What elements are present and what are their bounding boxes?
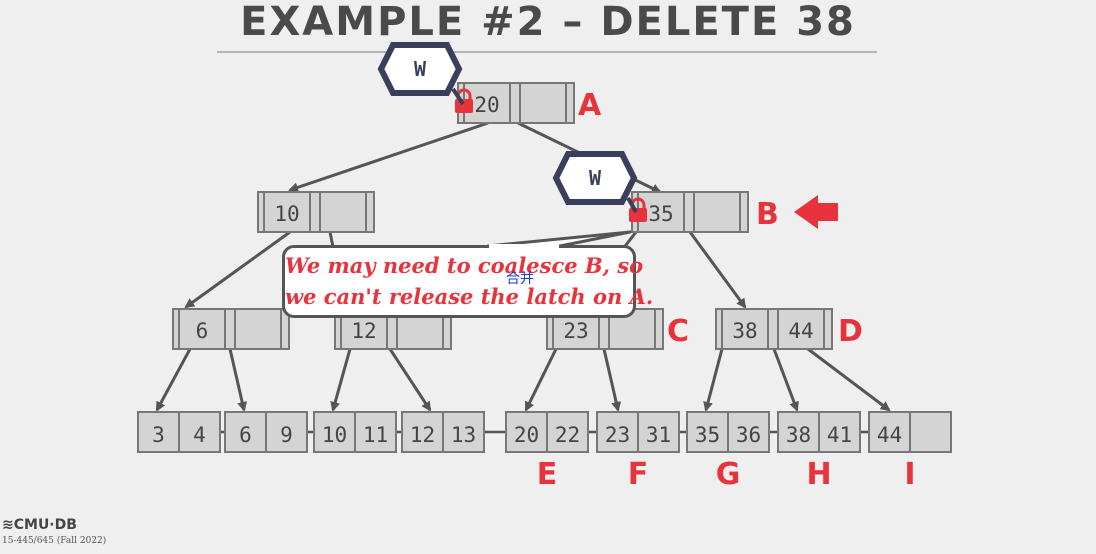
handwritten-annotation: 合并 [506,271,534,287]
write-latch: W [377,42,465,106]
node-key: 9 [280,423,293,447]
database-icon: ≋ [2,517,14,533]
node-key: 10 [274,202,299,226]
tree-edge [330,348,352,412]
node-key: 44 [877,423,902,447]
footer-course: 15-445/645 (Fall 2022) [2,536,107,546]
node-key: 23 [605,423,630,447]
tree-edge [524,348,558,412]
node-key: 23 [563,319,588,343]
node-key: 35 [648,202,673,226]
node-key: 6 [239,423,252,447]
node-key: 31 [646,423,671,447]
node-label: F [628,457,649,492]
inner-node: 10 [257,191,375,233]
inner-node: 38 44 D [715,308,863,350]
node-box [631,191,749,233]
node-label: A [578,88,602,123]
leaf-node: 10 11 [313,411,397,453]
node-label: B [756,197,779,232]
latch-hexagon [552,151,638,205]
node-box [715,308,833,350]
callout-box: We may need to coalesce B, so we can't r… [282,245,654,318]
callout-line-1: We may need to coalesce B, so [285,253,644,278]
node-key: 4 [193,423,206,447]
node-key: 20 [474,93,499,117]
leaf-node: 20 22E [505,411,589,492]
node-key: 6 [196,319,209,343]
leaf-node: 44I [868,411,952,492]
tree-edge [602,348,622,412]
node-key: 38 [732,319,757,343]
node-box [457,82,575,124]
node-label: G [716,457,741,492]
inner-node: 6 [172,308,290,350]
node-key: 35 [695,423,720,447]
latch-mode: W [589,166,602,190]
node-box [257,191,375,233]
node-box [172,308,290,350]
node-key: 11 [363,423,388,447]
node-key: 36 [736,423,761,447]
node-key: 41 [827,423,852,447]
pointer-arrow-icon [794,195,838,229]
tree-edge [703,348,724,412]
latch-connector [626,197,638,213]
inner-node: 20 A [455,82,602,124]
tree-edge [772,348,799,412]
tree-edge [288,121,489,193]
footer-logo: ≋CMU·DB [2,517,77,533]
tree-edge [155,348,192,412]
node-label: D [838,314,863,349]
node-key: 10 [322,423,347,447]
leaf-node: 35 36G [686,411,770,492]
write-latch: W [552,151,638,213]
node-key: 38 [786,423,811,447]
latch-hexagon [377,42,463,96]
leaf-node: 38 41H [777,411,861,492]
node-key: 44 [788,319,813,343]
node-label: I [904,457,915,492]
tree-edge [807,347,891,412]
node-label: C [667,314,689,349]
node-key: 20 [514,423,539,447]
tree-edge [184,230,291,309]
node-label: E [537,457,558,492]
callout-line-2: we can't release the latch on A. [285,284,654,309]
leaf-node: 12 13 [401,411,485,453]
footer-logo-text: CMU·DB [13,517,77,533]
tree-edge [388,348,432,412]
leaf-node: 23 31F [596,411,680,492]
node-key: 3 [152,423,165,447]
node-key: 13 [451,423,476,447]
node-key: 22 [555,423,580,447]
edges-layer [155,121,891,434]
tree-edge [228,348,248,412]
title-divider [217,51,877,53]
latch-mode: W [414,57,427,81]
node-label: H [806,457,831,492]
latch-layer: WW [377,42,638,213]
inner-node: 35 B [629,191,779,233]
tree-edge [688,231,747,309]
node-key: 12 [351,319,376,343]
latch-connector [451,87,465,106]
node-key: 12 [410,423,435,447]
page-title: EXAMPLE #2 – DELETE 38 [240,0,856,45]
